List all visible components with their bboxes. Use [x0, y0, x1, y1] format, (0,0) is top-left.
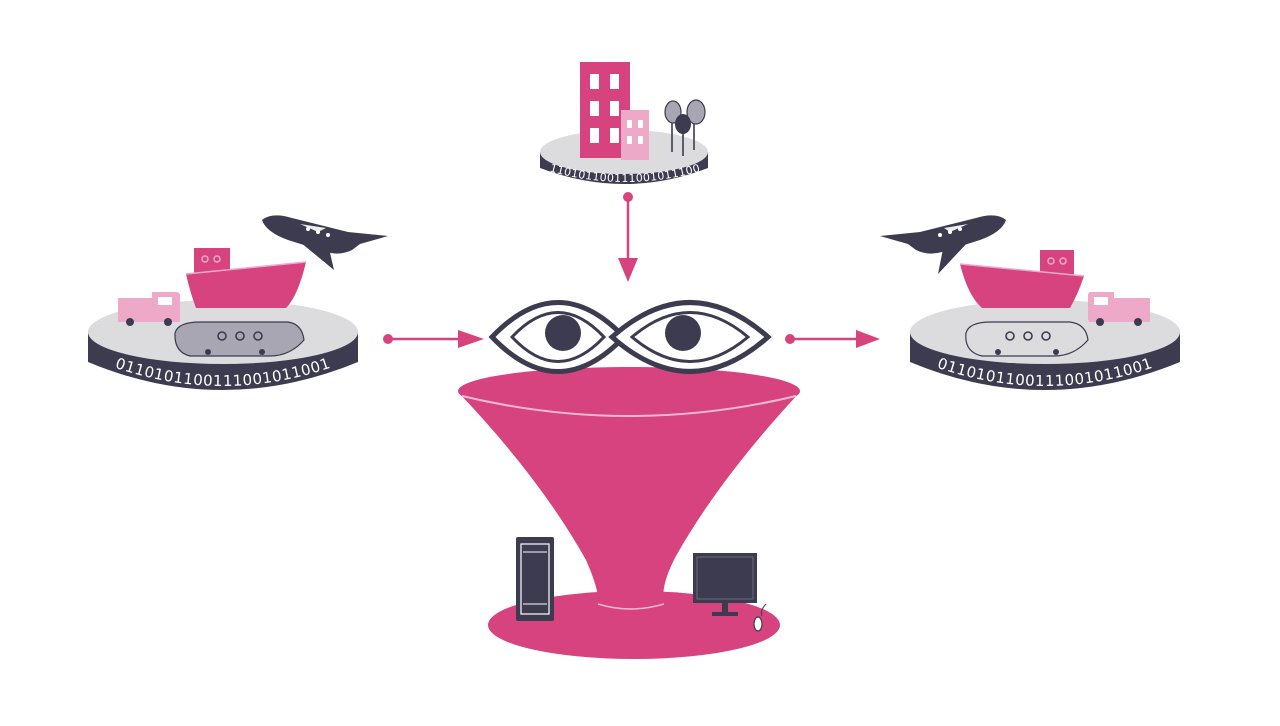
airplane-icon: [262, 215, 388, 270]
server-tower-icon: [516, 537, 554, 621]
tree-icon: [664, 99, 706, 156]
arrow-icon: [618, 192, 638, 282]
funnel-icon: [458, 367, 800, 659]
train-icon: [174, 321, 305, 357]
small-building-icon: [621, 110, 649, 160]
airplane-icon: [880, 215, 1006, 274]
ship-icon: [959, 250, 1085, 308]
train-icon: [965, 321, 1089, 357]
funnel-body: [458, 392, 800, 608]
truck-icon: [118, 292, 180, 326]
right-platform: 0110101100111001011001: [880, 215, 1180, 390]
monitor-icon: [693, 553, 757, 616]
ship-icon: [185, 248, 307, 308]
truck-icon: [1088, 292, 1150, 326]
arrow-icon: [785, 330, 880, 348]
top-platform: 110101100111001011100: [540, 62, 708, 185]
funnel-base: [488, 591, 780, 659]
arrow-icon: [383, 330, 484, 348]
eyes-icon: [488, 300, 772, 374]
left-platform: 0110101100111001011001: [88, 215, 388, 390]
mouse-icon: [753, 603, 767, 632]
funnel-rim: [458, 367, 800, 415]
